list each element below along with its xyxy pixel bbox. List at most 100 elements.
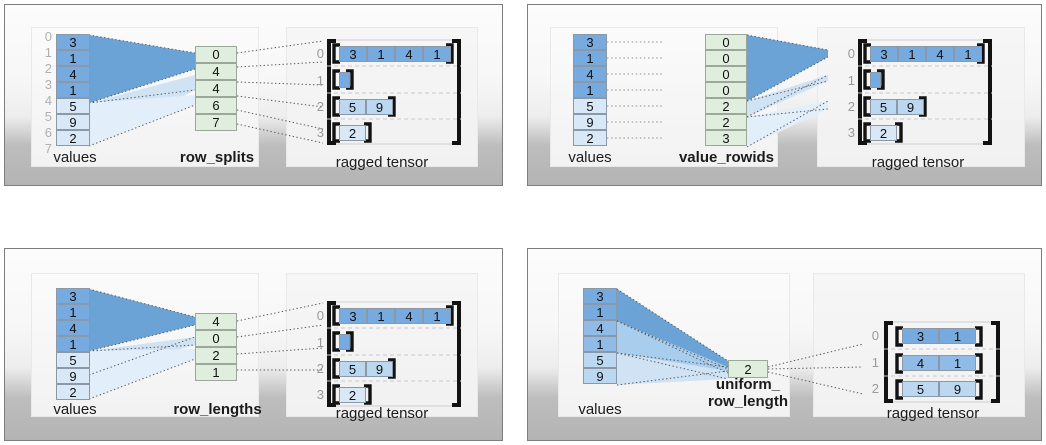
tensor-cell: 9: [897, 99, 924, 115]
value-cell: 3: [583, 288, 617, 304]
tensor-cell: 4: [902, 355, 939, 371]
fan-dark: [617, 289, 728, 369]
fan-lighter: [89, 349, 195, 399]
tensor-cell: 3: [339, 308, 367, 324]
output-label: ragged tensor: [335, 405, 429, 422]
panel-graphics: [88, 34, 461, 147]
tensor-cell: 1: [954, 46, 982, 62]
tensor-cell: 1: [423, 308, 451, 324]
value-index: 3: [44, 77, 52, 92]
value-index: 2: [44, 61, 52, 76]
value-index: 4: [44, 93, 52, 108]
value-cell: 1: [56, 50, 90, 66]
output-label: ragged tensor: [886, 405, 980, 422]
tensor-cell: 5: [339, 99, 366, 115]
value-cell: 5: [583, 352, 617, 368]
fan-dark: [747, 35, 828, 101]
row-label: 3: [847, 125, 855, 140]
value-cell: 9: [583, 368, 617, 384]
value-cell: 5: [56, 98, 90, 114]
row-label: 3: [316, 125, 324, 140]
value-cell: 3: [56, 34, 90, 50]
value-cell: 9: [56, 368, 90, 384]
tensor-cell-empty: [339, 334, 350, 350]
row-label: 0: [847, 46, 855, 61]
panel-graphics: [616, 288, 1000, 403]
value-cell: 4: [573, 66, 607, 82]
partition-cell: 3: [705, 130, 747, 146]
value-cell: 1: [573, 50, 607, 66]
fan-dark: [89, 289, 195, 351]
tensor-cell: 1: [939, 355, 976, 371]
value-cell: 1: [56, 304, 90, 320]
tensor-cell: 1: [367, 308, 395, 324]
tensor-cell: 3: [870, 46, 898, 62]
partition-label: row_lengths: [173, 401, 262, 418]
value-index: 1: [44, 45, 52, 60]
value-cell: 9: [573, 114, 607, 130]
partition-cell: 4: [195, 313, 237, 330]
partition-cell: 0: [195, 330, 237, 347]
partition-cell: 4: [195, 63, 237, 80]
value-cell: 4: [56, 320, 90, 336]
value-cell: 3: [56, 288, 90, 304]
tensor-cell: 4: [395, 308, 423, 324]
partition-cell: 2: [728, 360, 768, 378]
tensor-cell-empty: [870, 72, 881, 88]
row-label: 0: [316, 308, 324, 323]
fan-dark: [89, 35, 195, 103]
tensor-cell: 2: [870, 125, 897, 141]
value-cell: 1: [56, 336, 90, 352]
partition-cell: 2: [705, 98, 747, 114]
row-label: 1: [316, 335, 324, 350]
value-cell: 4: [583, 320, 617, 336]
partition-cell: 0: [705, 50, 747, 66]
value-cell: 3: [573, 34, 607, 50]
values-label: values: [578, 401, 622, 418]
tensor-cell: 2: [339, 125, 366, 141]
tensor-cell: 1: [423, 46, 451, 62]
row-label: 2: [847, 99, 855, 114]
value-cell: 2: [56, 130, 90, 146]
row-label: 2: [871, 381, 879, 396]
panel-row-splits: 0 1 2 3 4 5 6 7 3 1 4 1 5 9 2 0 4 4 6 7 …: [4, 4, 503, 186]
row-label: 1: [316, 73, 324, 88]
value-index: 5: [44, 109, 52, 124]
values-label: values: [568, 149, 612, 166]
partition-cell: 2: [195, 347, 237, 364]
row-label: 0: [871, 328, 879, 343]
partition-cell: 0: [705, 34, 747, 50]
panel-value-rowids: 3 1 4 1 5 9 2 0 0 0 0 2 2 3 0 1 2 3 3 1 …: [527, 4, 1042, 186]
tensor-cell: 9: [366, 361, 393, 377]
tensor-cell: 5: [902, 381, 939, 397]
tensor-cell: 5: [339, 361, 366, 377]
value-cell: 9: [56, 114, 90, 130]
partition-cell: 2: [705, 114, 747, 130]
partition-label: uniform_ row_length: [707, 376, 788, 410]
value-index: 7: [44, 141, 52, 156]
row-label: 1: [871, 355, 879, 370]
fan-lighter: [89, 95, 195, 146]
value-cell: 2: [56, 384, 90, 400]
tensor-cell: 2: [339, 387, 366, 403]
tensor-cell: 9: [366, 99, 393, 115]
panel-row-lengths: 3 1 4 1 5 9 2 4 0 2 1 0 1 2 3 3 1 4 1 5 …: [4, 248, 503, 441]
tensor-cell-empty: [339, 72, 350, 88]
row-label: 0: [316, 46, 324, 61]
output-card: [286, 273, 478, 417]
panel-uniform-row-length: 3 1 4 1 5 9 2 0 1 2 3 1 4 1 5 9 values u…: [527, 248, 1042, 441]
panel-graphics: [88, 288, 461, 407]
tensor-cell: 1: [898, 46, 926, 62]
tensor-cell: 1: [939, 328, 976, 344]
row-label: 2: [316, 361, 324, 376]
tensor-cell: 1: [367, 46, 395, 62]
fan-light: [617, 353, 728, 385]
value-cell: 1: [583, 336, 617, 352]
tensor-cell: 3: [902, 328, 939, 344]
tensor-cell: 9: [939, 381, 976, 397]
tensor-cell: 3: [339, 46, 367, 62]
partition-cell: 7: [195, 114, 237, 131]
partition-label: row_splits: [179, 149, 255, 166]
partition-cell: 0: [195, 46, 237, 63]
tensor-cell: 4: [926, 46, 954, 62]
